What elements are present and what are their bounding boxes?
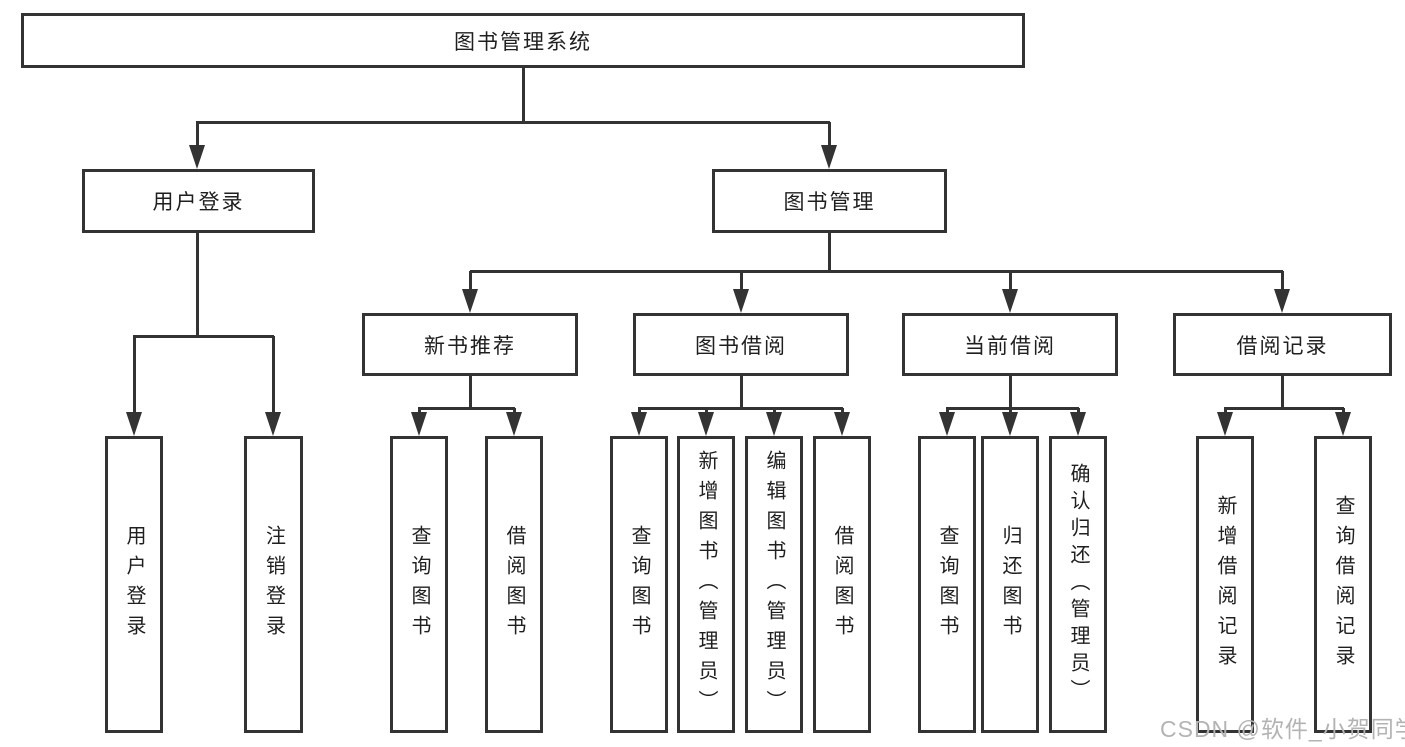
connector-line <box>638 408 641 414</box>
node-label: 图书管理系统 <box>454 30 592 54</box>
leaf-query-book-recommend: 查询图书 <box>390 436 448 733</box>
leaf-label: 查询图书 <box>936 524 958 645</box>
leaf-confirm-return-admin: 确认归还（管理员） <box>1049 436 1107 733</box>
leaf-label: 借阅图书 <box>503 524 525 645</box>
node-user-login: 用户登录 <box>82 169 315 233</box>
connector-line <box>1077 408 1080 414</box>
leaf-borrow-book: 借阅图书 <box>813 436 871 733</box>
csdn-watermark: CSDN @软件_小贺同学 <box>1160 716 1405 742</box>
node-label: 借阅记录 <box>1236 334 1329 358</box>
leaf-borrow-book-recommend: 借阅图书 <box>485 436 543 733</box>
arrowhead-down-icon <box>1274 289 1290 313</box>
connector-line <box>1224 408 1227 414</box>
node-book-management-system: 图书管理系统 <box>21 13 1025 68</box>
connector-line <box>946 408 949 414</box>
arrowhead-down-icon <box>939 412 955 436</box>
connector-line <box>196 233 199 336</box>
arrowhead-down-icon <box>265 412 281 436</box>
arrowhead-down-icon <box>506 412 522 436</box>
arrowhead-down-icon <box>631 412 647 436</box>
arrowhead-down-icon <box>126 412 142 436</box>
leaf-label: 查询图书 <box>628 524 650 645</box>
connector-line <box>1009 408 1012 414</box>
leaf-add-borrow-record: 新增借阅记录 <box>1196 436 1254 733</box>
leaf-label: 注销登录 <box>262 524 285 645</box>
connector-line <box>740 271 743 291</box>
node-current-borrow: 当前借阅 <box>902 313 1118 376</box>
connector-line <box>133 336 136 412</box>
leaf-label: 新增图书（管理员） <box>695 449 717 720</box>
node-label: 图书借阅 <box>695 334 787 358</box>
leaf-query-borrow-record: 查询借阅记录 <box>1314 436 1372 733</box>
connector-line <box>418 408 421 414</box>
leaf-user-login: 用户登录 <box>105 436 163 733</box>
connector-line <box>196 121 830 124</box>
connector-line <box>418 407 515 410</box>
node-label: 新书推荐 <box>424 334 516 358</box>
node-book-borrow: 图书借阅 <box>633 313 849 376</box>
leaf-label: 查询图书 <box>408 524 430 645</box>
connector-line <box>828 122 831 146</box>
connector-line <box>705 408 708 414</box>
leaf-return-book: 归还图书 <box>981 436 1039 733</box>
connector-line <box>638 407 843 410</box>
leaf-query-book-current: 查询图书 <box>918 436 976 733</box>
leaf-label: 借阅图书 <box>831 524 853 645</box>
node-new-book-recommend: 新书推荐 <box>362 313 578 376</box>
arrowhead-down-icon <box>821 145 837 169</box>
leaf-label: 用户登录 <box>123 524 145 645</box>
arrowhead-down-icon <box>1002 289 1018 313</box>
leaf-add-book-admin: 新增图书（管理员） <box>677 436 735 733</box>
leaf-label: 归还图书 <box>999 524 1021 645</box>
node-label: 用户登录 <box>152 191 245 214</box>
connector-line <box>1281 271 1284 291</box>
connector-line <box>469 376 472 408</box>
connector-line <box>470 270 1283 273</box>
arrowhead-down-icon <box>1002 412 1018 436</box>
connector-line <box>946 407 1079 410</box>
leaf-label: 新增借阅记录 <box>1214 494 1236 675</box>
connector-line <box>522 68 525 122</box>
node-borrow-records: 借阅记录 <box>1173 313 1392 376</box>
arrowhead-down-icon <box>411 412 427 436</box>
leaf-query-book-borrow: 查询图书 <box>610 436 668 733</box>
arrowhead-down-icon <box>1335 412 1351 436</box>
arrowhead-down-icon <box>1070 412 1086 436</box>
connector-line <box>133 335 274 338</box>
connector-line <box>1342 408 1345 414</box>
arrowhead-down-icon <box>698 412 714 436</box>
connector-line <box>1009 271 1012 291</box>
connector-line <box>1009 376 1012 408</box>
connector-line <box>272 336 275 412</box>
connector-line <box>828 233 831 271</box>
leaf-label: 确认归还（管理员） <box>1067 463 1089 706</box>
arrowhead-down-icon <box>1217 412 1233 436</box>
arrowhead-down-icon <box>462 289 478 313</box>
connector-line <box>196 122 199 146</box>
leaf-edit-book-admin: 编辑图书（管理员） <box>745 436 803 733</box>
arrowhead-down-icon <box>766 412 782 436</box>
leaf-label: 编辑图书（管理员） <box>763 449 785 720</box>
arrowhead-down-icon <box>834 412 850 436</box>
connector-line <box>469 271 472 291</box>
connector-line <box>841 408 844 414</box>
connector-line <box>1281 376 1284 408</box>
connector-line <box>740 376 743 408</box>
arrowhead-down-icon <box>733 289 749 313</box>
connector-line <box>1224 407 1344 410</box>
node-label: 当前借阅 <box>964 334 1056 358</box>
connector-line <box>773 408 776 414</box>
leaf-logout-login: 注销登录 <box>244 436 303 733</box>
node-label: 图书管理 <box>783 191 876 214</box>
leaf-label: 查询借阅记录 <box>1332 494 1354 675</box>
node-book-management: 图书管理 <box>712 169 947 233</box>
arrowhead-down-icon <box>189 145 205 169</box>
connector-line <box>513 408 516 414</box>
